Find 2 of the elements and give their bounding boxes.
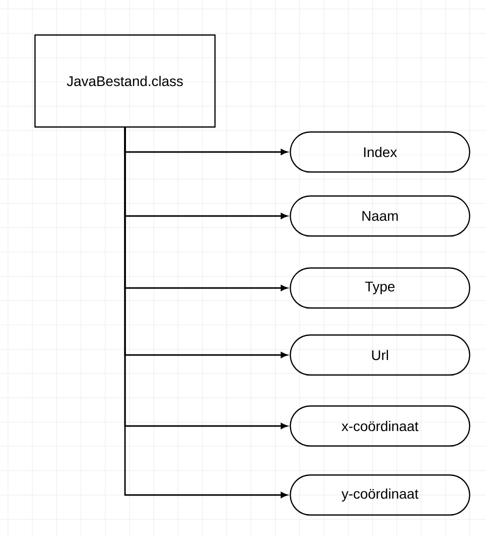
arrow bbox=[124, 128, 288, 498]
class-box: JavaBestand.class bbox=[34, 34, 216, 128]
